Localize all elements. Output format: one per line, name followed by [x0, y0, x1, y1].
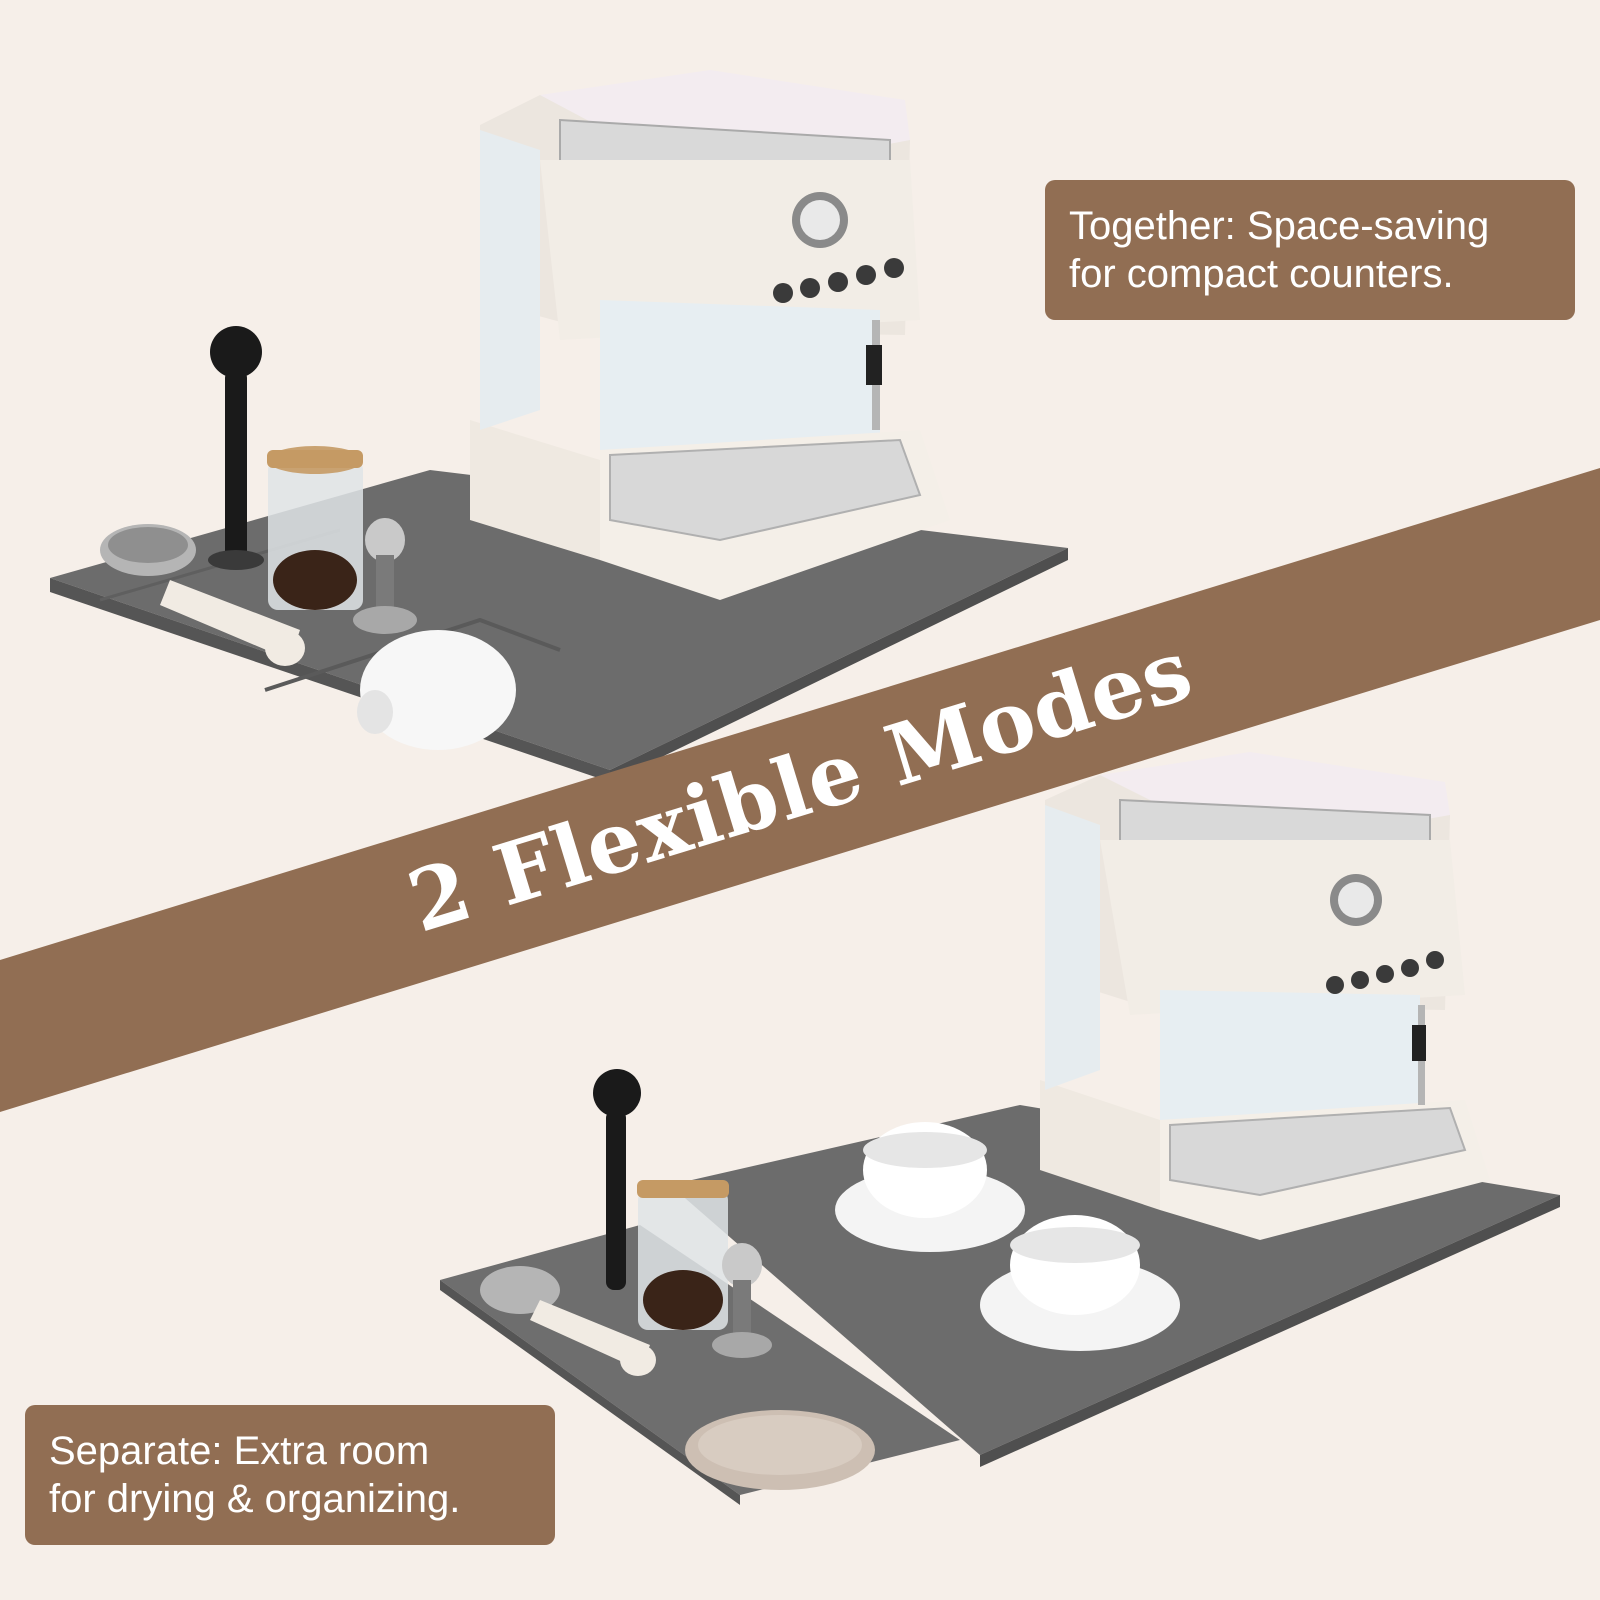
- portafilter-bottom: [480, 1266, 656, 1376]
- callout-together: Together: Space-saving for compact count…: [1045, 180, 1575, 320]
- coffee-bean-jar-bottom: [637, 1180, 729, 1330]
- cup-top: [357, 630, 516, 750]
- coffee-scoop-tamper-top: [208, 326, 264, 570]
- callout-separate-line1: Separate: Extra room: [49, 1429, 430, 1473]
- bottom-scene: [440, 752, 1560, 1505]
- callout-separate: Separate: Extra room for drying & organi…: [25, 1405, 555, 1545]
- portafilter-top: [100, 524, 305, 666]
- metal-tamper-top: [353, 518, 417, 634]
- cup-saucer-1: [835, 1122, 1025, 1252]
- banner-stripe: [0, 468, 1600, 1112]
- callout-together-line2: for compact counters.: [1069, 252, 1454, 296]
- metal-tamper-bottom: [712, 1243, 772, 1358]
- espresso-machine-bottom: [1040, 752, 1490, 1240]
- coffee-scoop-tamper-bottom: [593, 1069, 641, 1290]
- espresso-machine-top: [470, 70, 950, 600]
- callout-together-line1: Together: Space-saving: [1069, 204, 1490, 248]
- cup-saucer-2: [980, 1215, 1180, 1351]
- sponge: [685, 1410, 875, 1490]
- top-scene: [50, 70, 1068, 782]
- callout-separate-line2: for drying & organizing.: [49, 1477, 461, 1521]
- coffee-bean-jar-top: [267, 446, 363, 610]
